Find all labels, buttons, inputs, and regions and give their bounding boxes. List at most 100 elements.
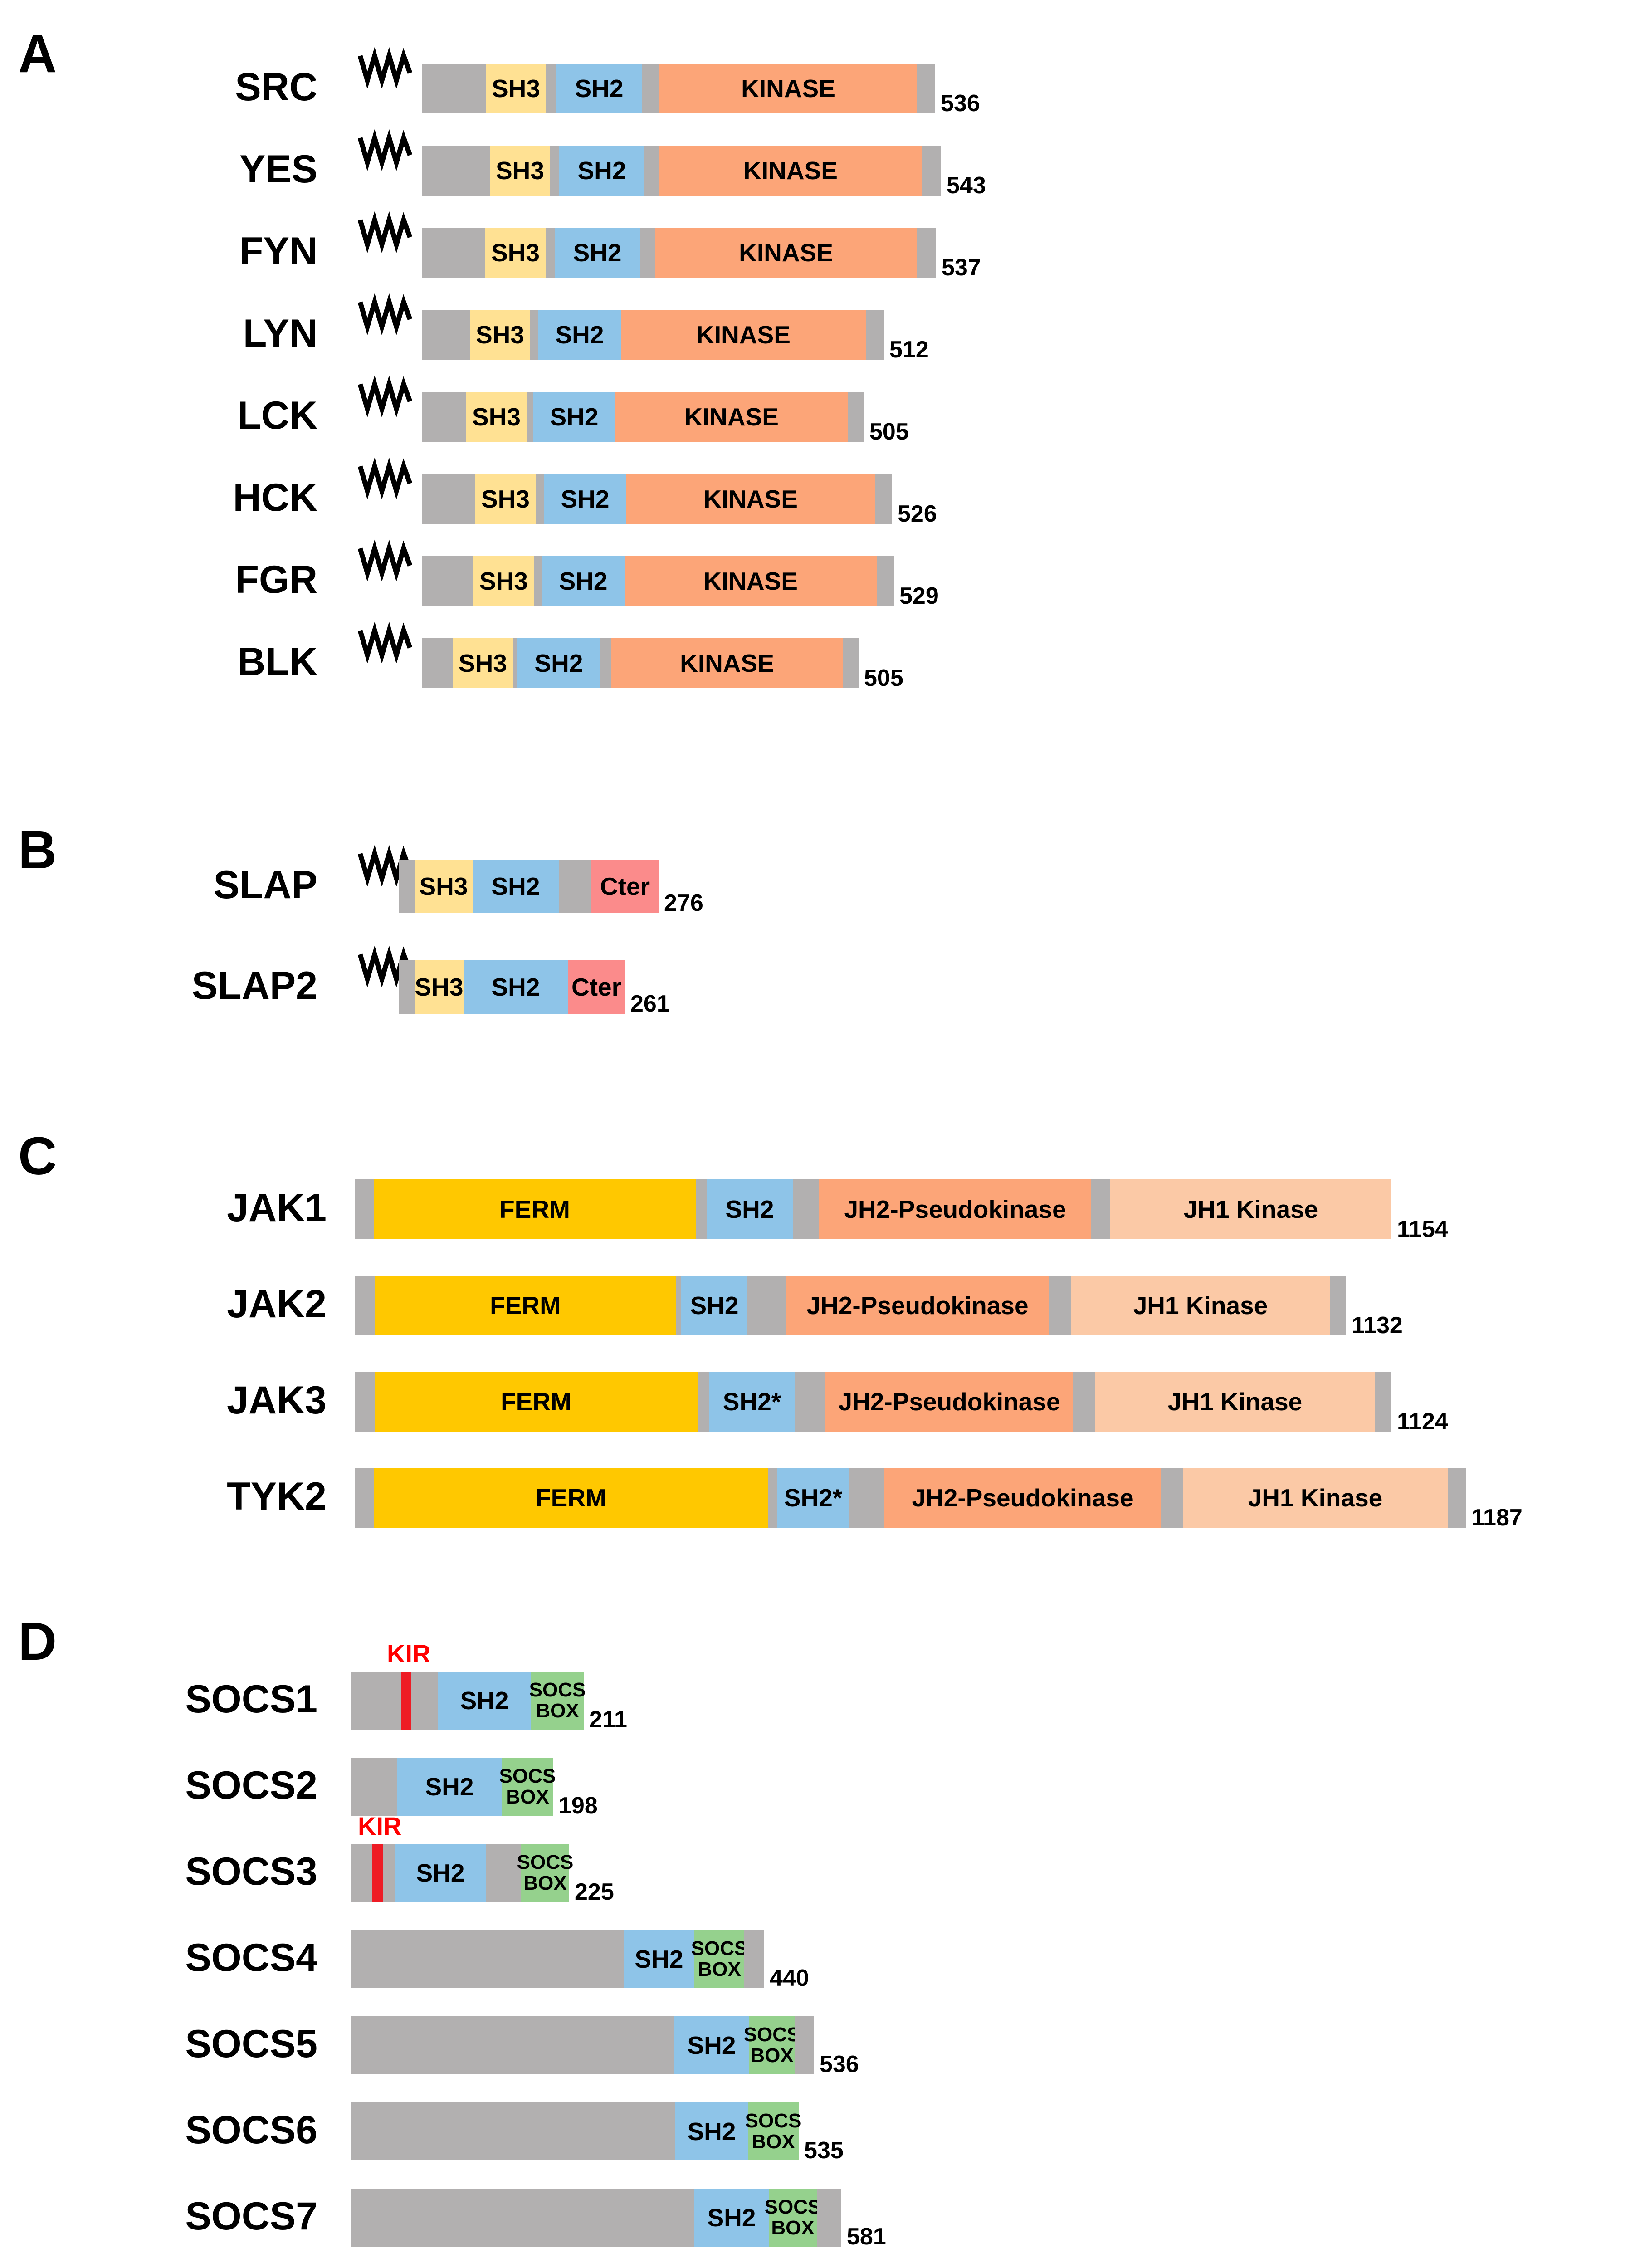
domain-segment-linker bbox=[917, 228, 936, 278]
domain-segment-linker bbox=[559, 860, 591, 913]
domain-label-text: JH2-Pseudokinase bbox=[838, 1387, 1060, 1416]
domain-segment-sh3: SH3 bbox=[415, 860, 473, 913]
domain-segment-jh1-kinase: JH1 Kinase bbox=[1110, 1179, 1391, 1239]
domain-segment-ferm: FERM bbox=[375, 1276, 676, 1335]
protein-length-label: 536 bbox=[820, 2051, 859, 2077]
myristoylation-zigzag-icon bbox=[358, 539, 412, 581]
domain-label-text: SH2 bbox=[416, 1858, 465, 1887]
domain-label-text: SH2 bbox=[491, 872, 540, 900]
domain-label-text: SH2 bbox=[577, 156, 626, 185]
domain-label-text: KINASE bbox=[703, 567, 798, 595]
panel-letter-d: D bbox=[18, 1612, 57, 1672]
kir-motif-marker bbox=[401, 1672, 411, 1730]
domain-label-text: SH3 bbox=[479, 567, 528, 595]
domain-segment-jh2-pseudokinase: JH2-Pseudokinase bbox=[786, 1276, 1049, 1335]
domain-segment-linker bbox=[1375, 1372, 1391, 1432]
domain-segment-linker bbox=[1049, 1276, 1071, 1335]
domain-label-text: SH2 bbox=[687, 2117, 736, 2146]
myristoylation-zigzag-icon bbox=[358, 211, 412, 253]
domain-label-text: SH2* bbox=[722, 1387, 781, 1416]
domain-segment-linker bbox=[399, 860, 415, 913]
protein-length-label: 512 bbox=[889, 337, 929, 363]
domain-label-text: SH3 bbox=[419, 872, 468, 900]
domain-label-text: SH2 bbox=[707, 2203, 756, 2232]
domain-label-text: JH1 Kinase bbox=[1167, 1387, 1303, 1416]
domain-label-text: SH2 bbox=[425, 1772, 474, 1801]
domain-segment-kinase: KINASE bbox=[626, 474, 875, 524]
domain-segment-linker bbox=[922, 146, 941, 196]
domain-label-text: SH3 bbox=[491, 238, 540, 267]
myristoylation-zigzag-icon bbox=[358, 375, 412, 417]
domain-segment-linker bbox=[546, 228, 555, 278]
domain-label-text: KINASE bbox=[684, 402, 779, 431]
domain-label-text: SH3 bbox=[476, 320, 524, 349]
domain-label-text: SH2 bbox=[634, 1945, 683, 1973]
domain-label-text: SH2 bbox=[460, 1686, 509, 1715]
domain-label-text: KINASE bbox=[743, 156, 838, 185]
domain-label-text: JH2-Pseudokinase bbox=[912, 1483, 1134, 1512]
domain-segment-linker bbox=[351, 2102, 675, 2160]
domain-segment-linker bbox=[355, 1468, 374, 1528]
domain-segment-linker bbox=[866, 310, 884, 360]
protein-length-label: 1124 bbox=[1397, 1408, 1448, 1435]
protein-name-label: JAK2 bbox=[227, 1282, 327, 1326]
domain-segment-linker bbox=[744, 1930, 764, 1988]
domain-segment-jh2-pseudokinase: JH2-Pseudokinase bbox=[825, 1372, 1073, 1432]
protein-length-label: 526 bbox=[898, 501, 937, 527]
domain-segment-jh2-pseudokinase: JH2-Pseudokinase bbox=[819, 1179, 1091, 1239]
domain-segment-sh2: SH2 bbox=[681, 1276, 747, 1335]
domain-segment-linker bbox=[546, 64, 556, 113]
myristoylation-zigzag-icon bbox=[358, 457, 412, 499]
protein-domain-bar: SH3 SH2 KINASE bbox=[422, 556, 894, 606]
myristoylation-zigzag-icon bbox=[358, 293, 412, 335]
domain-segment-linker bbox=[1073, 1372, 1095, 1432]
domain-segment-sh2: SH2 bbox=[533, 392, 615, 442]
domain-segment-sh2: SH2 bbox=[624, 1930, 694, 1988]
protein-name-label: FYN bbox=[239, 230, 317, 273]
domain-segment-linker bbox=[355, 1179, 374, 1239]
domain-segment-sh2: SH2* bbox=[709, 1372, 795, 1432]
domain-label-text: SH2 bbox=[559, 567, 608, 595]
domain-segment-linker bbox=[351, 2189, 694, 2247]
domain-label-text: JH1 Kinase bbox=[1133, 1291, 1268, 1320]
domain-segment-sh2: SH2 bbox=[438, 1672, 531, 1730]
domain-segment-linker bbox=[355, 1372, 375, 1432]
domain-segment-linker bbox=[768, 1468, 777, 1528]
domain-segment-kinase: KINASE bbox=[625, 556, 877, 606]
domain-segment-jh2-pseudokinase: JH2-Pseudokinase bbox=[884, 1468, 1161, 1528]
protein-length-label: 276 bbox=[664, 890, 703, 916]
domain-label-text: JH1 Kinase bbox=[1183, 1195, 1318, 1223]
domain-segment-linker bbox=[530, 310, 538, 360]
domain-segment-kinase: KINASE bbox=[659, 64, 917, 113]
domain-label-text: KINASE bbox=[680, 649, 774, 677]
domain-label-text: SH2 bbox=[575, 74, 624, 103]
protein-name-label: SOCS1 bbox=[185, 1677, 317, 1721]
protein-name-label: SOCS7 bbox=[185, 2195, 317, 2238]
domain-segment-sh2: SH2 bbox=[556, 64, 642, 113]
domain-segment-linker bbox=[422, 638, 453, 688]
domain-label-text: FERM bbox=[490, 1291, 561, 1320]
domain-segment-linker bbox=[513, 638, 517, 688]
domain-label-text: SH3 bbox=[492, 74, 540, 103]
domain-label-text: Cter bbox=[571, 973, 622, 1001]
myristoylation-zigzag-icon bbox=[358, 129, 412, 171]
domain-segment-sh2: SH2 bbox=[544, 474, 626, 524]
domain-segment-kinase: KINASE bbox=[621, 310, 866, 360]
domain-segment-linker bbox=[1448, 1468, 1466, 1528]
domain-segment-kinase: KINASE bbox=[611, 638, 843, 688]
domain-label-text: SH2 bbox=[573, 238, 622, 267]
domain-label-text: SH2 bbox=[725, 1195, 774, 1223]
domain-segment-sh2: SH2 bbox=[542, 556, 625, 606]
domain-segment-kinase: KINASE bbox=[655, 228, 917, 278]
domain-label-text: SH3 bbox=[481, 484, 530, 513]
protein-length-label: 225 bbox=[575, 1879, 614, 1905]
domain-segment-linker bbox=[351, 1930, 624, 1988]
panel-letter-b: B bbox=[18, 820, 57, 880]
domain-segment-linker bbox=[399, 960, 415, 1014]
